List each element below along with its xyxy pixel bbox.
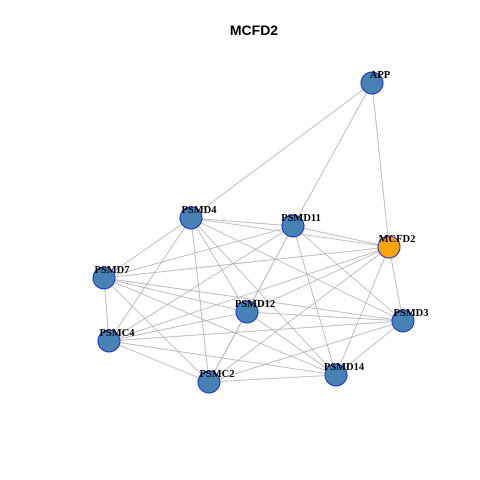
edge-psmc4-psmd14 xyxy=(108,340,337,376)
edge-psmd7-psmd3 xyxy=(103,277,404,322)
edge-psmd12-psmc4 xyxy=(108,311,248,342)
edge-psmd4-psmc2 xyxy=(190,217,210,383)
node-label-psmd3: PSMD3 xyxy=(394,308,429,319)
node-mcfd2[interactable] xyxy=(377,235,401,259)
node-psmd4[interactable] xyxy=(179,206,203,230)
node-label-psmd11: PSMD11 xyxy=(281,213,321,224)
node-label-psmd12: PSMD12 xyxy=(235,299,275,310)
edge-psmd4-psmd14 xyxy=(190,217,337,376)
edge-app-psmd4 xyxy=(190,82,373,219)
edge-layer xyxy=(103,82,404,383)
edge-mcfd2-psmd12 xyxy=(246,246,390,313)
edge-psmd4-psmc4 xyxy=(108,217,192,342)
edge-psmd11-mcfd2 xyxy=(292,225,390,248)
edge-psmd14-psmc2 xyxy=(208,374,337,383)
node-psmd7[interactable] xyxy=(92,266,116,290)
edge-psmd4-psmd12 xyxy=(190,217,248,313)
node-label-psmd4: PSMD4 xyxy=(182,205,218,216)
node-psmd11[interactable] xyxy=(281,214,305,238)
edge-psmd3-psmd14 xyxy=(335,320,404,376)
edge-mcfd2-psmc4 xyxy=(108,246,390,342)
label-layer: APP PSMD4PSMD11MCFD2PSMD7PSMD12PSMD3PSMC4… xyxy=(95,70,429,380)
node-psmd3[interactable] xyxy=(391,309,415,333)
node-label-app: APP xyxy=(370,70,391,81)
node-label-psmd7: PSMD7 xyxy=(95,265,130,276)
edge-psmd4-psmd7 xyxy=(103,217,192,279)
edge-psmd11-psmd14 xyxy=(292,225,337,376)
edge-app-mcfd2 xyxy=(371,82,390,248)
node-psmc2[interactable] xyxy=(197,370,221,394)
edge-psmd12-psmc2 xyxy=(208,311,248,383)
edge-psmd11-psmc4 xyxy=(108,225,294,342)
node-label-psmd14: PSMD14 xyxy=(324,362,365,373)
node-label-psmc2: PSMC2 xyxy=(200,369,235,380)
edge-mcfd2-psmd7 xyxy=(103,246,390,279)
edge-app-psmd11 xyxy=(292,82,373,227)
node-psmd12[interactable] xyxy=(235,300,259,324)
edge-psmd11-psmd3 xyxy=(292,225,404,322)
node-label-psmc4: PSMC4 xyxy=(100,328,136,339)
edge-psmd4-psmd3 xyxy=(190,217,404,322)
edge-psmd7-psmc2 xyxy=(103,277,210,383)
node-layer xyxy=(92,71,415,394)
edge-psmd7-psmd12 xyxy=(103,277,248,313)
node-app[interactable] xyxy=(360,71,384,95)
edge-psmd3-psmc2 xyxy=(208,320,404,383)
edge-mcfd2-psmc2 xyxy=(208,246,390,383)
edge-psmd12-psmd3 xyxy=(246,311,404,322)
graph-title: MCFD2 xyxy=(230,22,278,38)
edge-mcfd2-psmd14 xyxy=(335,246,390,376)
node-psmd14[interactable] xyxy=(324,363,348,387)
edge-psmd12-psmd14 xyxy=(246,311,337,376)
edge-psmd3-psmc4 xyxy=(108,320,404,342)
edge-psmd4-psmd11 xyxy=(190,217,294,227)
node-psmc4[interactable] xyxy=(97,329,121,353)
edge-psmc4-psmc2 xyxy=(108,340,210,383)
edge-mcfd2-psmd3 xyxy=(388,246,404,322)
edge-psmd11-psmd7 xyxy=(103,225,294,279)
edge-psmd7-psmd14 xyxy=(103,277,337,376)
node-label-mcfd2: MCFD2 xyxy=(379,234,416,245)
